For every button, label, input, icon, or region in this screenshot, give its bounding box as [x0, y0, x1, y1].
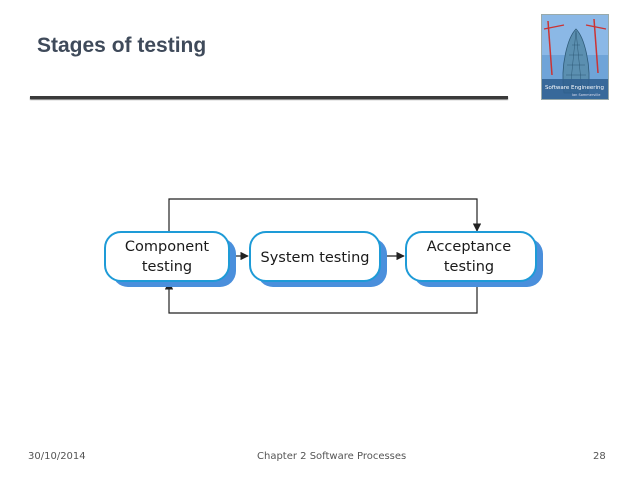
- book-cover-author: Ian Sommerville: [572, 93, 600, 97]
- book-cover-image: Software Engineering Ian Sommerville: [541, 14, 609, 100]
- node-acceptance-label-line2: testing: [444, 259, 494, 275]
- loop-top-arrow: [168, 198, 482, 232]
- slide-title: Stages of testing: [37, 34, 207, 57]
- loop-bottom-arrow: [164, 281, 478, 314]
- node-system-label: System testing: [261, 250, 370, 266]
- node-component-label-line1: Component: [125, 239, 209, 255]
- book-cover-title: Software Engineering: [545, 85, 604, 91]
- title-divider: [30, 96, 508, 99]
- footer-date: 30/10/2014: [28, 451, 86, 462]
- node-component-testing: Component testing: [104, 231, 236, 287]
- footer-chapter: Chapter 2 Software Processes: [257, 451, 407, 462]
- footer-page-number: 28: [593, 451, 606, 462]
- node-acceptance-testing: Acceptance testing: [405, 231, 543, 287]
- node-component-label-line2: testing: [142, 259, 192, 275]
- node-system-testing: System testing: [249, 231, 387, 287]
- node-acceptance-label-line1: Acceptance: [427, 239, 511, 255]
